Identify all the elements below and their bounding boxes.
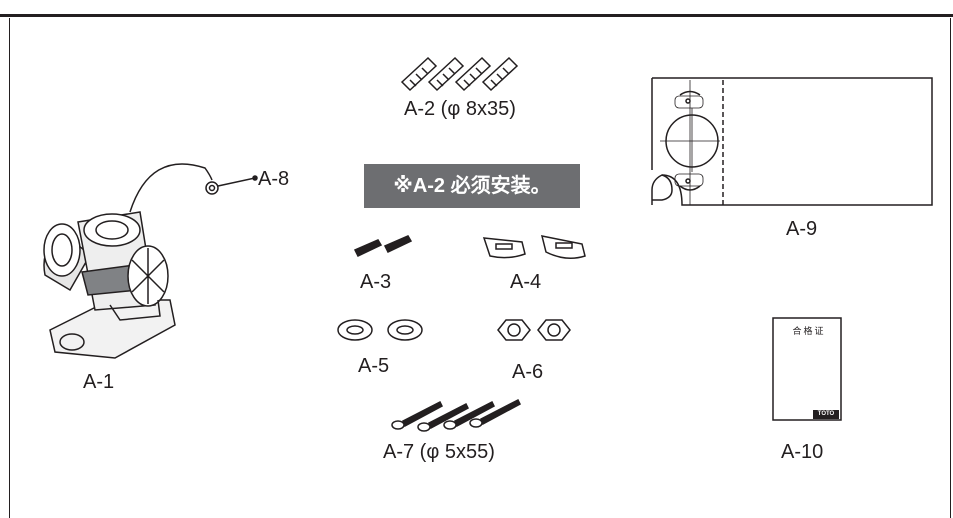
clamp-icons [482, 235, 586, 259]
installation-template-icon [651, 77, 933, 206]
certificate-icon [772, 317, 842, 421]
top-rule [0, 14, 953, 17]
certificate-text: 合格证 [792, 326, 826, 336]
install-note: ※A-2 必须安装。 [364, 164, 580, 208]
parts-panel [9, 18, 951, 518]
label-a4: A-4 [510, 271, 542, 293]
label-a6: A-6 [512, 361, 544, 383]
certificate-brand: TOTO [813, 410, 839, 419]
label-a7: A-7 (φ 5x55) [383, 441, 495, 463]
label-a1: A-1 [83, 371, 115, 393]
label-a9: A-9 [786, 218, 818, 240]
valve-body-icon [43, 211, 176, 359]
label-a3: A-3 [360, 271, 392, 293]
nut-icons [497, 319, 571, 341]
washer-icons [337, 319, 423, 341]
long-screw-icons [391, 398, 521, 432]
label-a2: A-2 (φ 8x35) [404, 98, 516, 120]
wall-plug-icons [400, 56, 519, 92]
short-screw-icons [353, 235, 413, 257]
chain-cap-icon [129, 163, 258, 213]
label-a8: A-8 [258, 168, 290, 190]
parts-illustration [43, 56, 933, 432]
label-a10: A-10 [781, 441, 824, 463]
label-a5: A-5 [358, 355, 390, 377]
